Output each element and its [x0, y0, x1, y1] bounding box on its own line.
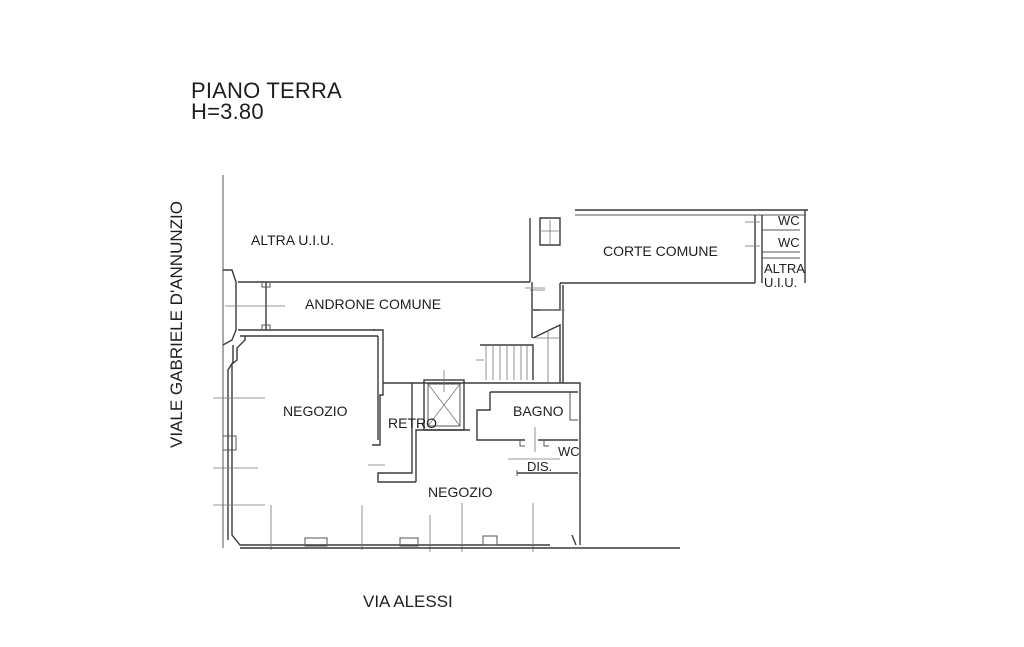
room-androne-comune: ANDRONE COMUNE — [305, 296, 442, 312]
street-left-label: VIALE GABRIELE D'ANNUNZIO — [167, 201, 186, 448]
negozio-bottom-walls — [240, 503, 680, 552]
room-altra-uiu-right-line2: U.I.U. — [764, 275, 798, 290]
room-corte-comune: CORTE COMUNE — [603, 243, 718, 259]
room-dis: DIS. — [527, 459, 553, 474]
room-negozio-left: NEGOZIO — [283, 403, 348, 419]
street-bottom-label: VIA ALESSI — [363, 592, 453, 611]
corte-comune-walls — [525, 209, 808, 383]
room-negozio-bottom: NEGOZIO — [428, 484, 493, 500]
room-altra-uiu-top-left: ALTRA U.I.U. — [251, 232, 334, 248]
androne-walls — [222, 218, 545, 346]
room-bagno: BAGNO — [513, 403, 564, 419]
room-wc-1: WC — [778, 213, 800, 228]
room-wc-3: WC — [558, 444, 580, 459]
room-retro: RETRO — [388, 415, 437, 431]
negozio-left-walls — [213, 329, 550, 550]
floor-title: PIANO TERRA — [191, 78, 342, 103]
room-altra-uiu-right-line1: ALTRA — [764, 261, 805, 276]
bagno-walls — [476, 391, 578, 476]
stairs — [476, 323, 561, 383]
floor-height: H=3.80 — [191, 99, 264, 124]
retro-walls — [377, 370, 581, 545]
room-wc-2: WC — [778, 235, 800, 250]
